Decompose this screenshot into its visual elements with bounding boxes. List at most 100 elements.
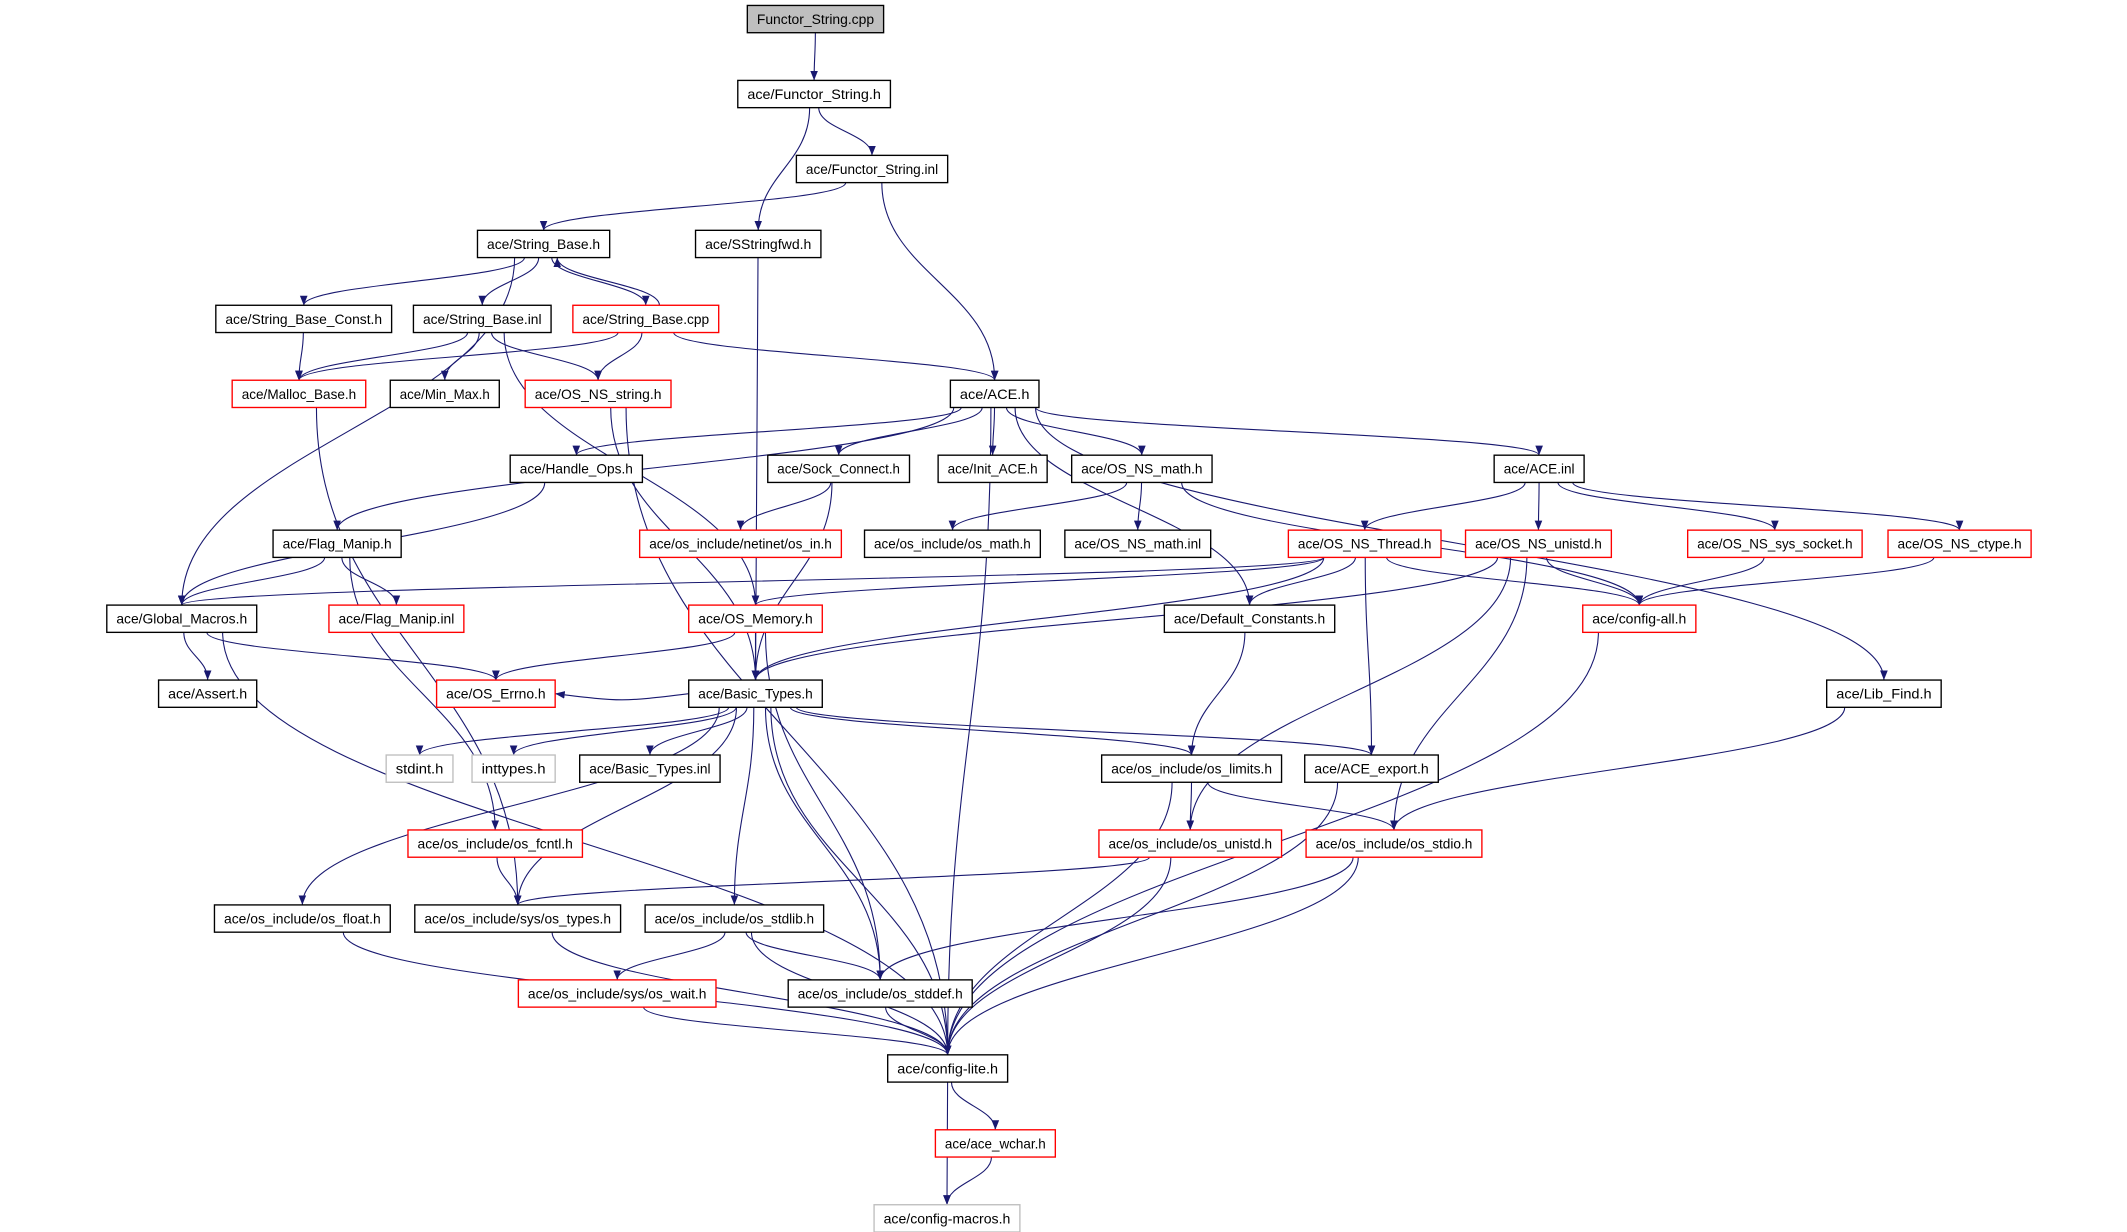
edge-ace-string-base-cpp-to-ace-malloc-base-h	[295, 332, 619, 381]
edge-ace-basic-types-h-to-ace-os-include-os-stdlib-h	[730, 707, 755, 905]
node-ace-handle-ops-h[interactable]: ace/Handle_Ops.h	[509, 454, 644, 484]
node-ace-os-include-netinet-os-in-h[interactable]: ace/os_include/netinet/os_in.h	[638, 529, 843, 559]
node-ace-os-include-os-limits-h[interactable]: ace/os_include/os_limits.h	[1100, 754, 1283, 783]
node-box	[644, 904, 825, 933]
node-ace-os-include-os-unistd-h[interactable]: ace/os_include/os_unistd.h	[1098, 829, 1283, 858]
node-ace-flag-manip-h[interactable]: ace/Flag_Manip.h	[272, 529, 402, 559]
node-ace-string-base-const-h[interactable]: ace/String_Base_Const.h	[215, 304, 393, 334]
node-ace-malloc-base-h[interactable]: ace/Malloc_Base.h	[231, 379, 367, 409]
node-box	[412, 304, 552, 334]
node-box	[937, 454, 1048, 484]
node-ace-default-constants-h[interactable]: ace/Default_Constants.h	[1163, 604, 1336, 634]
node-ace-os-include-os-math-h[interactable]: ace/os_include/os_math.h	[863, 529, 1042, 559]
node-ace-os-include-os-fcntl-h[interactable]: ace/os_include/os_fcntl.h	[407, 829, 584, 858]
node-ace-string-base-inl[interactable]: ace/String_Base.inl	[412, 304, 552, 334]
node-box	[638, 529, 843, 559]
node-ace-os-ns-ctype-h[interactable]: ace/OS_NS_ctype.h	[1887, 529, 2032, 559]
edge-ace-os-ns-thread-h-to-ace-default-constants-h	[1245, 557, 1357, 606]
node-ace-global-macros-h[interactable]: ace/Global_Macros.h	[106, 604, 258, 634]
node-label: ace/Lib_Find.h	[1836, 687, 1931, 702]
node-box	[1493, 454, 1585, 484]
node-inttypes-h: inttypes.h	[471, 754, 556, 783]
edge-ace-sock-connect-h-to-ace-os-include-netinet-os-in-h	[736, 482, 832, 531]
edge-ace-ace-h-to-ace-os-ns-math-h	[1005, 407, 1146, 456]
node-ace-os-include-os-stddef-h[interactable]: ace/os_include/os_stddef.h	[787, 979, 973, 1008]
node-ace-os-memory-h[interactable]: ace/OS_Memory.h	[688, 604, 823, 634]
edge-ace-ace-inl-to-ace-os-ns-sys-socket-h	[1557, 482, 1779, 531]
node-ace-ace-h[interactable]: ace/ACE.h	[949, 379, 1040, 409]
node-label: stdint.h	[396, 762, 444, 777]
node-ace-basic-types-h[interactable]: ace/Basic_Types.h	[688, 679, 823, 708]
node-ace-ace-inl[interactable]: ace/ACE.inl	[1493, 454, 1585, 484]
node-ace-os-include-os-stdio-h[interactable]: ace/os_include/os_stdio.h	[1305, 829, 1483, 858]
node-ace-ace-export-h[interactable]: ace/ACE_export.h	[1304, 754, 1439, 783]
edge-ace-string-base-inl-to-ace-min-max-h	[440, 332, 480, 381]
node-box	[863, 529, 1042, 559]
edge-ace-functor-string-h-to-ace-sstringfwd-h	[754, 107, 811, 231]
edge-ace-basic-types-h-to-ace-ace-export-h	[795, 706, 1376, 756]
node-ace-os-include-os-stdlib-h[interactable]: ace/os_include/os_stdlib.h	[644, 904, 825, 933]
node-label: ace/ACE.h	[960, 387, 1030, 402]
node-box	[509, 454, 644, 484]
edge-ace-os-include-os-limits-h-to-ace-config-lite-h	[943, 782, 1173, 1055]
node-ace-os-errno-h[interactable]: ace/OS_Errno.h	[435, 679, 556, 708]
node-ace-os-ns-math-inl[interactable]: ace/OS_NS_math.inl	[1064, 529, 1212, 559]
node-functor-string-cpp[interactable]: Functor_String.cpp	[746, 4, 885, 34]
node-box	[476, 229, 611, 259]
node-label: ace/config-lite.h	[897, 1061, 998, 1076]
edge-ace-ace-h-to-ace-config-lite-h	[943, 407, 992, 1055]
edge-ace-ace-h-to-ace-flag-manip-h	[333, 407, 955, 531]
node-label: ace/String_Base_Const.h	[225, 312, 382, 327]
node-ace-os-include-os-float-h[interactable]: ace/os_include/os_float.h	[213, 904, 391, 933]
node-box	[1163, 604, 1336, 634]
node-label: ace/os_include/os_stdlib.h	[655, 911, 814, 926]
node-ace-init-ace-h[interactable]: ace/Init_ACE.h	[937, 454, 1048, 484]
edge-ace-basic-types-h-to-ace-os-include-os-stddef-h	[764, 707, 885, 980]
node-ace-os-include-sys-os-wait-h[interactable]: ace/os_include/sys/os_wait.h	[517, 979, 717, 1008]
node-box	[1305, 829, 1483, 858]
node-ace-functor-string-h[interactable]: ace/Functor_String.h	[737, 79, 892, 109]
node-ace-os-ns-string-h[interactable]: ace/OS_NS_string.h	[524, 379, 672, 409]
edge-ace-os-ns-ctype-h-to-ace-config-all-h	[1635, 557, 1935, 606]
node-box	[873, 1204, 1021, 1232]
node-label: ace/os_include/sys/os_wait.h	[528, 986, 707, 1001]
edge-ace-os-memory-h-to-ace-os-errno-h	[492, 632, 736, 681]
node-ace-os-ns-unistd-h[interactable]: ace/OS_NS_unistd.h	[1464, 529, 1613, 559]
node-ace-os-ns-sys-socket-h[interactable]: ace/OS_NS_sys_socket.h	[1686, 529, 1863, 559]
node-label: ace/OS_NS_Thread.h	[1298, 537, 1432, 552]
node-label: ace/Default_Constants.h	[1174, 612, 1325, 627]
node-box	[231, 379, 367, 409]
node-ace-string-base-cpp[interactable]: ace/String_Base.cpp	[572, 304, 720, 334]
node-ace-ace-wchar-h[interactable]: ace/ace_wchar.h	[934, 1129, 1057, 1158]
node-ace-functor-string-inl[interactable]: ace/Functor_String.inl	[795, 154, 949, 184]
node-ace-string-base-h[interactable]: ace/String_Base.h	[476, 229, 611, 259]
node-box	[1464, 529, 1613, 559]
node-ace-config-lite-h[interactable]: ace/config-lite.h	[887, 1054, 1009, 1083]
node-ace-assert-h[interactable]: ace/Assert.h	[157, 679, 258, 708]
node-ace-os-ns-thread-h[interactable]: ace/OS_NS_Thread.h	[1287, 529, 1442, 559]
node-ace-basic-types-inl[interactable]: ace/Basic_Types.inl	[579, 754, 721, 783]
edge-ace-flag-manip-h-to-ace-flag-manip-inl	[341, 557, 401, 606]
edge-ace-ace-inl-to-ace-os-ns-unistd-h	[1534, 482, 1543, 531]
node-ace-config-all-h[interactable]: ace/config-all.h	[1582, 604, 1697, 634]
edge-ace-string-base-h-to-ace-string-base-const-h	[300, 257, 525, 306]
node-ace-lib-find-h[interactable]: ace/Lib_Find.h	[1826, 679, 1942, 708]
node-box	[328, 604, 465, 634]
node-box	[1098, 829, 1283, 858]
edge-ace-string-base-cpp-to-ace-ace-h	[673, 332, 999, 381]
edge-ace-ace-inl-to-ace-os-ns-thread-h	[1360, 482, 1526, 531]
node-label: ace/Flag_Manip.inl	[338, 612, 454, 627]
node-ace-sstringfwd-h[interactable]: ace/SStringfwd.h	[694, 229, 822, 259]
edge-ace-functor-string-h-to-ace-functor-string-inl	[818, 107, 876, 156]
node-box	[213, 904, 391, 933]
edge-ace-lib-find-h-to-ace-os-include-os-stdio-h	[1390, 707, 1846, 830]
node-ace-sock-connect-h[interactable]: ace/Sock_Connect.h	[767, 454, 911, 484]
node-box	[272, 529, 402, 559]
node-ace-flag-manip-inl[interactable]: ace/Flag_Manip.inl	[328, 604, 465, 634]
node-box	[572, 304, 720, 334]
node-ace-os-include-sys-os-types-h[interactable]: ace/os_include/sys/os_types.h	[414, 904, 622, 933]
node-ace-min-max-h[interactable]: ace/Min_Max.h	[389, 379, 500, 409]
node-ace-os-ns-math-h[interactable]: ace/OS_NS_math.h	[1070, 454, 1213, 484]
node-label: inttypes.h	[482, 762, 546, 777]
node-box	[435, 679, 556, 708]
